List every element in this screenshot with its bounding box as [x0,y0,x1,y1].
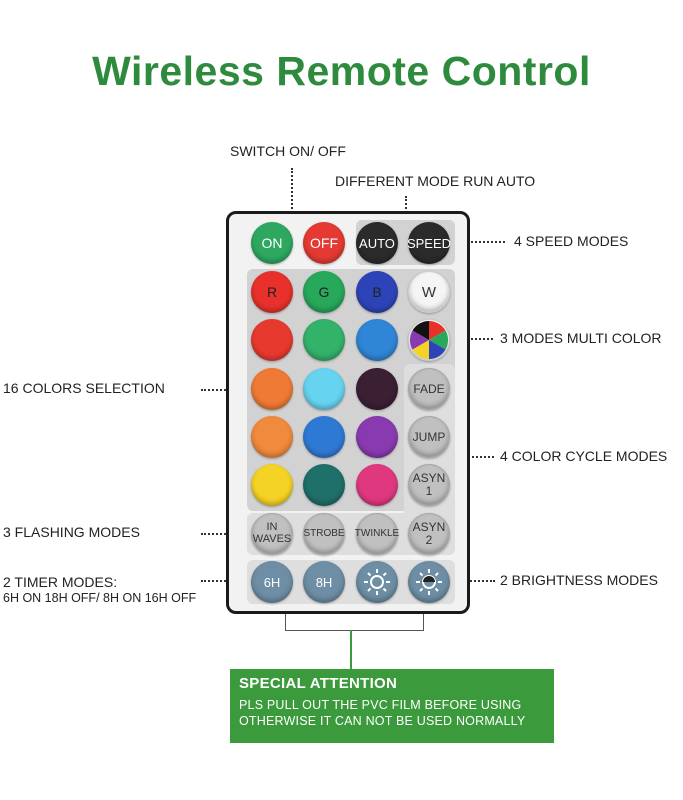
attention-title: SPECIAL ATTENTION [239,675,398,692]
color-cycle-label: 4 COLOR CYCLE MODES [500,448,668,464]
color-button-blue[interactable] [303,416,345,458]
film-bracket [285,614,424,631]
color-button-orange[interactable] [251,368,293,410]
brightness-down-button[interactable] [408,561,450,603]
auto-button[interactable]: AUTO [356,222,398,264]
color-button-light-orange[interactable] [251,416,293,458]
color-button-red-orange[interactable] [251,319,293,361]
color-button-purple[interactable] [356,416,398,458]
special-attention-box: SPECIAL ATTENTION PLS PULL OUT THE PVC F… [230,669,554,743]
red-button[interactable]: R [251,271,293,313]
different-mode-label: DIFFERENT MODE RUN AUTO [335,173,536,189]
color-button-dark-purple[interactable] [356,368,398,410]
twinkle-button[interactable]: TWINKLE [355,513,399,555]
cycle-leader [452,456,494,458]
timer-leader [201,580,246,582]
fade-button[interactable]: FADE [408,368,450,410]
switch-label: SWITCH ON/ OFF [230,143,346,159]
blue-button[interactable]: B [356,271,398,313]
timer-8h-button[interactable]: 8H [303,561,345,603]
half-sun-icon [416,569,442,595]
colors-leader [201,389,246,391]
color-button-teal[interactable] [303,464,345,506]
brightness-up-button[interactable] [356,561,398,603]
remote-control: ON OFF AUTO SPEED R G B W FADE JUMP ASYN [226,211,470,614]
white-button[interactable]: W [408,271,450,313]
off-button[interactable]: OFF [303,222,345,264]
switch-leader [291,168,293,216]
speed-leader [455,241,505,243]
in-waves-button[interactable]: IN WAVES [251,513,293,555]
attention-line-1: PLS PULL OUT THE PVC FILM BEFORE USING [239,698,522,712]
flashing-label: 3 FLASHING MODES [3,524,140,540]
color-button-yellow[interactable] [251,464,293,506]
attention-connector [350,630,352,669]
on-button[interactable]: ON [251,222,293,264]
brightness-leader [455,580,495,582]
green-button[interactable]: G [303,271,345,313]
timer-label: 2 TIMER MODES: [3,574,118,590]
flashing-leader [201,533,246,535]
speed-button[interactable]: SPEED [407,222,451,264]
brightness-label: 2 BRIGHTNESS MODES [500,572,658,588]
jump-button[interactable]: JUMP [408,416,450,458]
colors-selection-label: 16 COLORS SELECTION [3,380,165,396]
color-wheel-icon [409,320,449,360]
multi-leader [455,338,493,340]
sun-icon [364,569,390,595]
timer-detail-label: 6H ON 18H OFF/ 8H ON 16H OFF [3,591,197,605]
multi-color-label: 3 MODES MULTI COLOR [500,330,662,346]
attention-line-2: OTHERWISE IT CAN NOT BE USED NORMALLY [239,714,526,728]
timer-6h-button[interactable]: 6H [251,561,293,603]
asyn2-button[interactable]: ASYN 2 [408,513,450,555]
color-button-light-green[interactable] [303,319,345,361]
color-button-cyan[interactable] [303,368,345,410]
speed-modes-label: 4 SPEED MODES [514,233,629,249]
multi-color-button[interactable] [408,319,450,361]
color-button-azure[interactable] [356,319,398,361]
page-title: Wireless Remote Control [92,48,591,94]
asyn1-button[interactable]: ASYN 1 [408,464,450,506]
color-button-pink[interactable] [356,464,398,506]
mode-leader [405,196,407,216]
strobe-button[interactable]: STROBE [303,513,345,555]
